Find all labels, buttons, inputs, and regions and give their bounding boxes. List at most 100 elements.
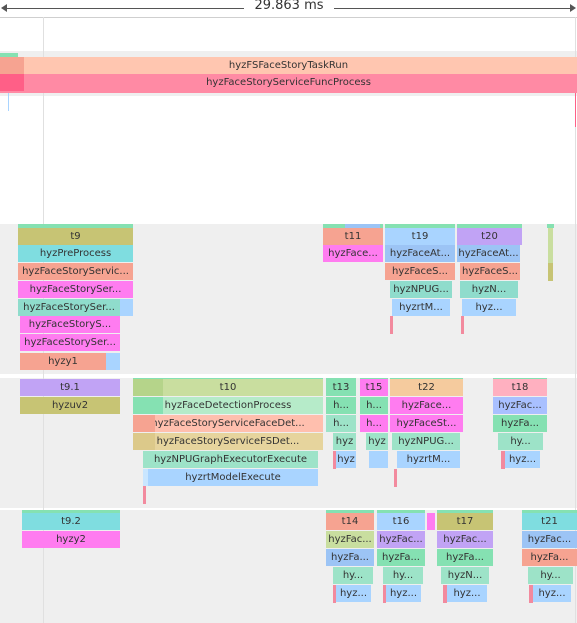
slice-t10-0[interactable]: hyzFaceDetectionProcess <box>133 397 323 414</box>
slice-t13-1[interactable]: h... <box>326 415 356 432</box>
slice-service-func-process[interactable]: hyzFaceStoryServiceFuncProcess <box>0 74 577 91</box>
tick <box>394 469 397 487</box>
slice-t9-0[interactable]: hyzPreProcess <box>18 245 133 262</box>
slice-t15-3[interactable] <box>369 451 388 468</box>
slice-segment[interactable] <box>106 353 120 370</box>
thread-t10-header[interactable]: t10 <box>133 379 323 396</box>
slice-t9-3[interactable]: hyzFaceStorySer... <box>18 299 120 316</box>
slice-segment[interactable] <box>133 433 155 450</box>
slice-t16-2[interactable]: hy... <box>383 567 423 584</box>
band-separator <box>0 374 577 378</box>
slice-t14-0[interactable]: hyzFac... <box>326 531 374 548</box>
slice-t21-3[interactable]: hyz... <box>533 585 571 602</box>
slice-t15-1[interactable]: h... <box>360 415 388 432</box>
slice-t21-0[interactable]: hyzFac... <box>522 531 577 548</box>
slice-t9-1-0[interactable]: hyzuv2 <box>20 397 120 414</box>
slice-t18-1[interactable]: hyzFa... <box>493 415 547 432</box>
marker <box>457 224 522 228</box>
slice-segment[interactable] <box>133 415 155 432</box>
slice-t16-3[interactable]: hyz... <box>386 585 421 602</box>
slice-t19-2[interactable]: hyzNPUG... <box>390 281 452 298</box>
slice-t15-2[interactable]: hyz <box>366 433 388 450</box>
thread-t20-header[interactable]: t20 <box>457 228 522 245</box>
slice-t13-2[interactable]: hyz <box>333 433 356 450</box>
thread-t22-header[interactable]: t22 <box>390 379 463 396</box>
thread-t21-header[interactable]: t21 <box>522 513 577 530</box>
marker <box>377 510 425 513</box>
tick <box>575 93 576 127</box>
slice-t20-1[interactable]: hyzFaceS... <box>460 263 520 280</box>
slice-t10-3[interactable]: hyzNPUGraphExecutorExecute <box>143 451 318 468</box>
marker <box>547 224 554 228</box>
thread-t13-header[interactable]: t13 <box>326 379 356 396</box>
thread-t11-header[interactable]: t11 <box>323 228 383 245</box>
thread-t19-header[interactable]: t19 <box>385 228 455 245</box>
slice-segment <box>143 469 148 486</box>
slice-t15-0[interactable]: h... <box>360 397 388 414</box>
slice-t17-3[interactable]: hyz... <box>447 585 487 602</box>
slice-small[interactable] <box>548 228 553 263</box>
slice-t22-0[interactable]: hyzFace... <box>390 397 463 414</box>
tick <box>333 585 336 603</box>
slice-t21-1[interactable]: hyzFa... <box>522 549 577 566</box>
slice-t9-2-0[interactable]: hyzy2 <box>22 531 120 548</box>
slice-tail <box>0 91 577 93</box>
thread-t15-header[interactable]: t15 <box>360 379 388 396</box>
slice-t22-1[interactable]: hyzFaceSt... <box>390 415 463 432</box>
slice-t16-0[interactable]: hyzFac... <box>377 531 425 548</box>
slice-t17-1[interactable]: hyzFa... <box>437 549 493 566</box>
slice-small[interactable] <box>427 513 435 530</box>
slice-t14-2[interactable]: hy... <box>333 567 373 584</box>
slice-fs-task-run[interactable]: hyzFSFaceStoryTaskRun <box>0 57 577 74</box>
slice-t14-3[interactable]: hyz... <box>336 585 371 602</box>
thread-t9-1-header[interactable]: t9.1 <box>20 379 120 396</box>
slice-t11-0[interactable]: hyzFace... <box>323 245 383 262</box>
slice-t21-2[interactable]: hy... <box>528 567 573 584</box>
slice-segment[interactable] <box>133 379 163 396</box>
tick <box>143 486 146 504</box>
slice-t13-0[interactable]: h... <box>326 397 356 414</box>
tick <box>443 585 447 603</box>
slice-t17-0[interactable]: hyzFac... <box>437 531 493 548</box>
band-top <box>0 18 577 51</box>
thread-t18-header[interactable]: t18 <box>493 379 547 396</box>
thread-t17-header[interactable]: t17 <box>437 513 493 530</box>
slice-t16-1[interactable]: hyzFa... <box>377 549 425 566</box>
slice-t18-0[interactable]: hyzFac... <box>493 397 547 414</box>
slice-t17-2[interactable]: hyzN... <box>441 567 489 584</box>
slice-t9-4[interactable]: hyzFaceStoryS... <box>20 316 120 333</box>
slice-segment[interactable] <box>0 57 24 74</box>
slice-t19-1[interactable]: hyzFaceS... <box>385 263 455 280</box>
thread-t16-header[interactable]: t16 <box>377 513 425 530</box>
slice-segment[interactable] <box>0 74 24 91</box>
slice-segment[interactable] <box>133 397 163 414</box>
tick <box>390 316 393 334</box>
thread-t14-header[interactable]: t14 <box>326 513 374 530</box>
tick <box>461 316 464 334</box>
tick <box>529 585 533 603</box>
slice-t9-5[interactable]: hyzFaceStorySer... <box>20 334 120 351</box>
slice-t9-6[interactable]: hyzy1 <box>20 353 106 370</box>
slice-t10-1[interactable]: hyzFaceStoryServiceFaceDet... <box>133 415 323 432</box>
slice-t20-0[interactable]: hyzFaceAt... <box>457 245 520 262</box>
slice-t19-0[interactable]: hyzFaceAt... <box>385 245 455 262</box>
slice-t9-2[interactable]: hyzFaceStorySer... <box>18 281 133 298</box>
slice-t22-2[interactable]: hyzNPUG... <box>392 433 460 450</box>
slice-t20-2[interactable]: hyzN... <box>460 281 518 298</box>
slice-t13-3[interactable]: hyz <box>336 451 356 468</box>
slice-t18-2[interactable]: hy... <box>498 433 543 450</box>
slice-t19-3[interactable]: hyzrtM... <box>392 299 450 316</box>
slice-t9-1[interactable]: hyzFaceStoryServic... <box>18 263 133 280</box>
slice-t18-3[interactable]: hyz... <box>505 451 540 468</box>
thread-t9-header[interactable]: t9 <box>18 228 133 245</box>
slice-t10-4[interactable]: hyzrtModelExecute <box>148 469 318 486</box>
slice-small[interactable] <box>548 263 553 281</box>
slice-t22-3[interactable]: hyzrtM... <box>397 451 460 468</box>
slice-t14-1[interactable]: hyzFa... <box>326 549 374 566</box>
thread-t9-2-header[interactable]: t9.2 <box>22 513 120 530</box>
duration-label: 29.863 ms <box>244 0 334 13</box>
slice-t20-3[interactable]: hyz... <box>462 299 516 316</box>
slice-t10-2[interactable]: hyzFaceStoryServiceFSDet... <box>133 433 323 450</box>
marker <box>385 224 455 228</box>
slice-segment[interactable] <box>120 299 133 316</box>
